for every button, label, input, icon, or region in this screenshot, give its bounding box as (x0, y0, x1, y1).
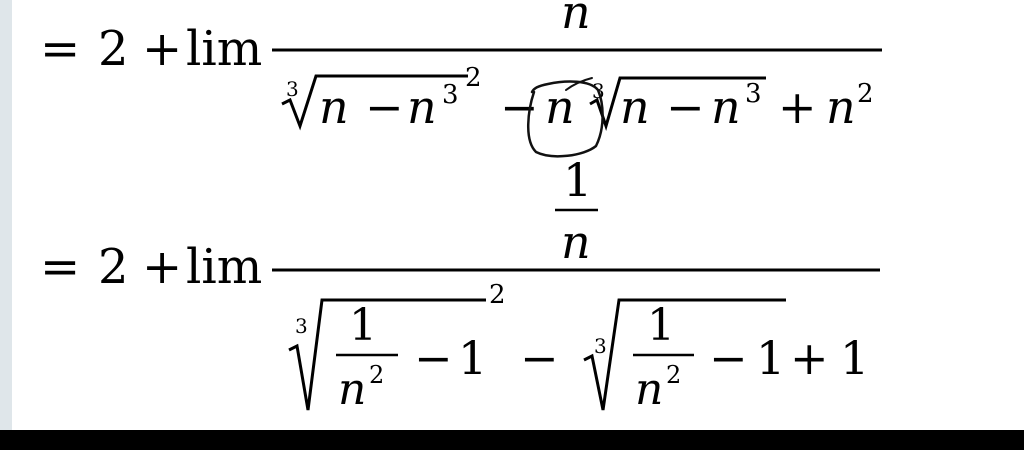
fraction-denominator: n (635, 364, 663, 415)
bottom-black-bar (0, 430, 1024, 450)
minus-sign: − (365, 80, 404, 134)
plus-sign: + (142, 21, 182, 77)
exponent: 3 (442, 80, 459, 110)
inner-denominator: n (561, 215, 591, 269)
limit-operator: lim (186, 21, 262, 77)
radicand-variable: n (319, 80, 349, 134)
radicand-variable: n (620, 80, 650, 134)
minus-sign: − (709, 331, 748, 385)
handwritten-stroke-annotation (565, 77, 593, 91)
minus-sign: − (500, 80, 539, 134)
variable: n (826, 80, 856, 134)
coefficient-variable: n (545, 80, 575, 134)
exponent: 2 (666, 361, 681, 389)
radicand-variable: n (407, 80, 437, 134)
limit-operator: lim (186, 239, 262, 295)
equation-line-1: = 2 + lim n 3 n − n 3 2 − n 3 n − n 3 + … (40, 0, 882, 158)
constant-one: 1 (840, 331, 869, 385)
exponent: 3 (745, 79, 762, 109)
cube-root-index: 3 (295, 314, 308, 338)
radical-sign (288, 298, 486, 411)
equals-sign: = (40, 239, 80, 295)
cube-root-index: 3 (286, 77, 299, 101)
outer-exponent: 2 (465, 63, 482, 93)
equals-sign: = (40, 21, 80, 77)
inner-numerator: 1 (563, 153, 592, 207)
constant-one: 1 (458, 331, 487, 385)
fraction-denominator: n (338, 364, 366, 415)
exponent: 2 (857, 79, 874, 109)
exponent: 2 (369, 361, 384, 389)
math-expression: = 2 + lim n 3 n − n 3 2 − n 3 n − n 3 + … (40, 0, 882, 415)
plus-sign: + (790, 331, 829, 385)
equation-line-2: = 2 + lim 1 n 3 1 n 2 − 1 2 − 3 1 n 2 − … (40, 153, 880, 415)
cube-root-index: 3 (594, 334, 607, 358)
handwritten-circle-annotation (527, 80, 604, 158)
radical-sign (281, 74, 468, 131)
outer-exponent: 2 (489, 280, 506, 310)
fraction-numerator: 1 (647, 300, 675, 351)
plus-sign: + (778, 80, 817, 134)
constant-two: 2 (98, 21, 129, 77)
minus-sign: − (520, 331, 559, 385)
constant-one: 1 (756, 331, 785, 385)
plus-sign: + (142, 239, 182, 295)
radicand-variable: n (711, 80, 741, 134)
radical-sign (589, 76, 766, 131)
fraction-numerator: 1 (349, 300, 377, 351)
minus-sign: − (414, 331, 453, 385)
minus-sign: − (666, 80, 705, 134)
radical-sign (583, 298, 786, 411)
constant-two: 2 (98, 239, 129, 295)
page-left-edge (0, 0, 12, 430)
numerator-variable: n (561, 0, 591, 39)
